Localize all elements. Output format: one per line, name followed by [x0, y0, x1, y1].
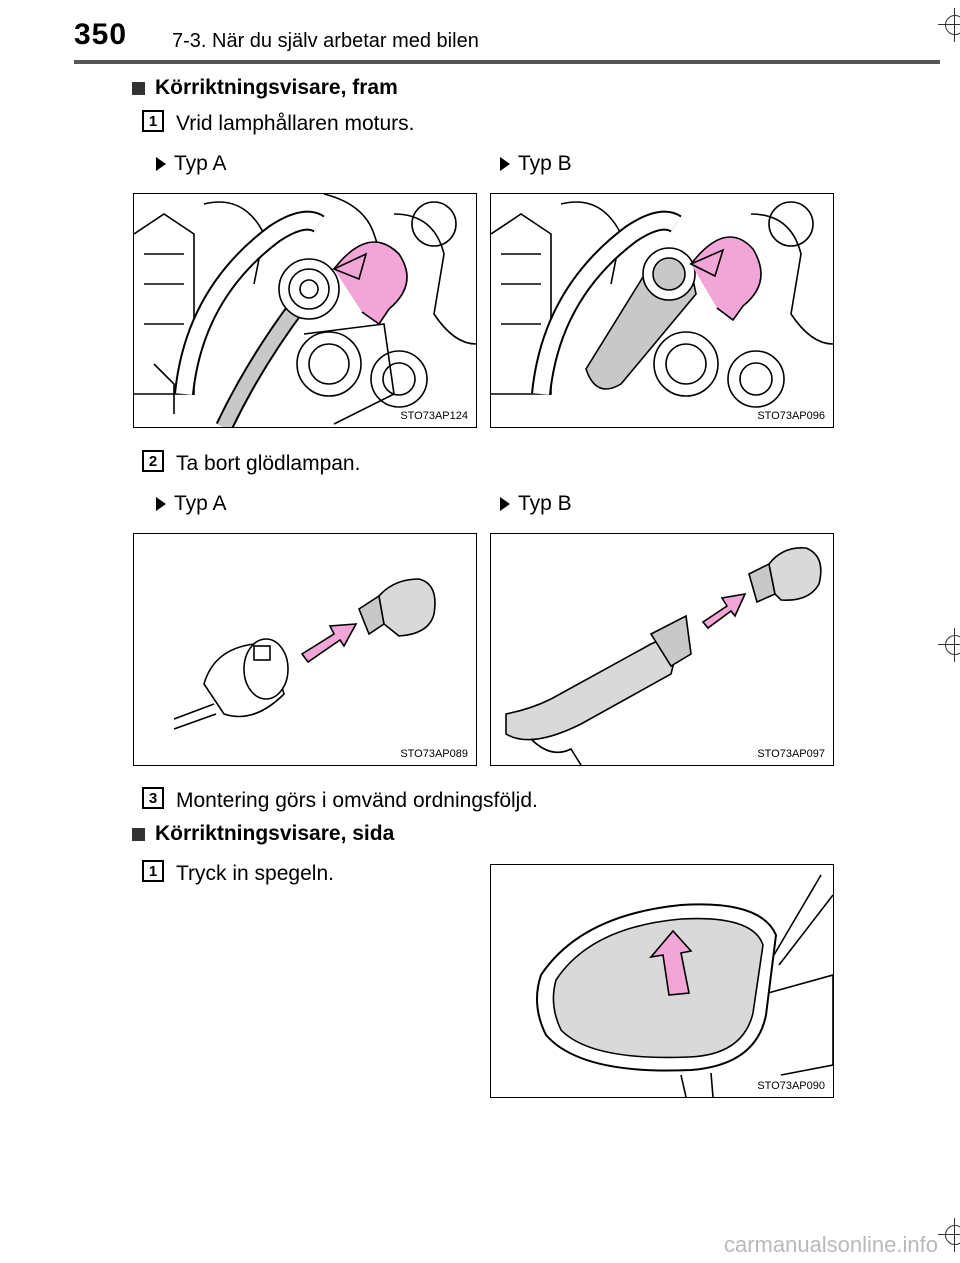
figure-type-a-rotate-socket: STO73AP124	[133, 193, 477, 428]
step-number-badge: 2	[142, 450, 164, 472]
type-b-label: Typ B	[500, 492, 572, 516]
figure-code: STO73AP096	[755, 410, 827, 422]
triangle-bullet-icon	[500, 157, 510, 171]
figure-push-mirror: STO73AP090	[490, 864, 834, 1098]
header-rule	[74, 60, 940, 64]
figure-code: STO73AP124	[398, 410, 470, 422]
section-title-front-indicator: Körriktningsvisare, fram	[132, 76, 398, 100]
chapter-title: 7-3. När du själv arbetar med bilen	[172, 30, 479, 52]
type-a-label: Typ A	[156, 152, 227, 176]
section-marker-icon	[132, 827, 145, 841]
registration-mark-icon	[938, 1218, 960, 1252]
figure-type-a-remove-bulb: STO73AP089	[133, 533, 477, 766]
illustration-rotate-socket-a	[134, 194, 476, 427]
figure-code: STO73AP089	[398, 748, 470, 760]
figure-code: STO73AP097	[755, 748, 827, 760]
step-text: Ta bort glödlampan.	[176, 452, 361, 475]
watermark: carmanualsonline.info	[723, 1232, 938, 1257]
triangle-bullet-icon	[156, 497, 166, 511]
section-marker-icon	[132, 81, 145, 95]
registration-mark-icon	[938, 8, 960, 42]
step-text: Vrid lamphållaren moturs.	[176, 112, 415, 135]
illustration-remove-bulb-b	[505, 547, 822, 765]
type-a-label: Typ A	[156, 492, 227, 516]
illustration-rotate-socket-b	[491, 201, 833, 408]
step-number-badge: 3	[142, 787, 164, 809]
figure-type-b-remove-bulb: STO73AP097	[490, 533, 834, 766]
page-number: 350	[74, 18, 128, 51]
registration-mark-icon	[938, 628, 960, 662]
illustration-push-mirror	[536, 874, 833, 1097]
triangle-bullet-icon	[500, 497, 510, 511]
step-text: Tryck in spegeln.	[176, 862, 334, 885]
step-number-badge: 1	[142, 110, 164, 132]
section-title-side-indicator: Körriktningsvisare, sida	[132, 822, 394, 846]
illustration-remove-bulb-a	[173, 578, 436, 730]
figure-type-b-rotate-socket: STO73AP096	[490, 193, 834, 428]
figure-code: STO73AP090	[755, 1080, 827, 1092]
triangle-bullet-icon	[156, 157, 166, 171]
step-text: Montering görs i omvänd ordningsföljd.	[176, 789, 538, 812]
step-number-badge: 1	[142, 860, 164, 882]
type-b-label: Typ B	[500, 152, 572, 176]
